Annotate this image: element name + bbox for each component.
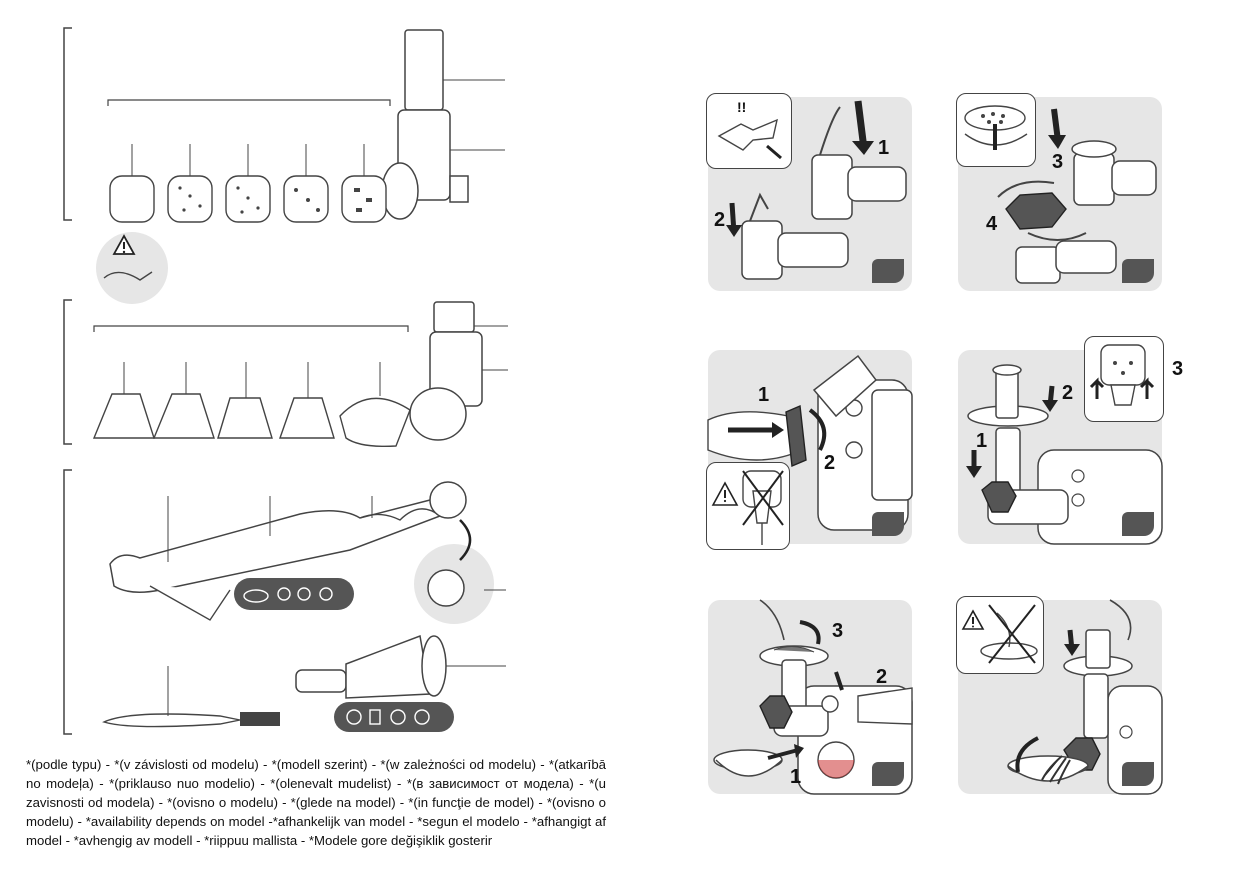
mincing-output-drawing: [1007, 599, 1163, 795]
attach-to-motor-drawing: [707, 354, 913, 531]
step-label: 1: [790, 766, 802, 788]
step-label: 1: [976, 430, 988, 452]
step-label: 2: [1062, 382, 1074, 404]
step-label: 3: [1172, 358, 1184, 380]
step-panel-2: 3 4: [956, 93, 1162, 291]
step-label: 3: [1052, 151, 1064, 173]
no-hands-warning-inset: [956, 596, 1044, 674]
step-panel-6: [956, 596, 1163, 795]
unplug-warning-inset: [706, 462, 790, 550]
step-label: 2: [714, 209, 726, 231]
step-label: 2: [876, 666, 888, 688]
step-panel-4: 1 2 3: [958, 336, 1183, 545]
blade-inset: !!: [706, 93, 792, 169]
step-label: 4: [986, 213, 998, 235]
step-badge: [1122, 512, 1154, 536]
step-panel-1: !! 1 2: [706, 93, 912, 291]
juicer-attachment-illustration: [102, 481, 506, 732]
step-badge: [1122, 762, 1154, 786]
drum-graters-illustration: [107, 29, 505, 223]
step-label: 1: [878, 137, 890, 159]
step-badge: [872, 762, 904, 786]
step-panel-3: 1 2: [706, 350, 913, 550]
step-badge: [1122, 259, 1154, 283]
plate-inset: [956, 93, 1036, 167]
section-bracket-cones: [63, 299, 72, 445]
step-badge: [872, 259, 904, 283]
tray-and-plug-drawing: [966, 364, 1163, 545]
step-label: 1: [758, 384, 770, 406]
step-label: 2: [824, 452, 836, 474]
mincer-assembly-drawing: [726, 100, 907, 280]
plate-and-ring-drawing: [997, 108, 1157, 284]
svg-text:!!: !!: [737, 99, 746, 115]
step-panel-5: 3 2 1: [708, 599, 913, 795]
warning-triangle-icon: [96, 232, 168, 304]
step-badge: [872, 512, 904, 536]
cone-graters-illustration: [92, 301, 508, 448]
section-bracket-juicer: [63, 469, 72, 735]
socket-icon: [1084, 336, 1164, 422]
step-label: 3: [832, 620, 844, 642]
section-bracket-graters: [63, 27, 72, 221]
availability-footnote: *(podle typu) - *(v závislosti od modelu…: [26, 757, 606, 848]
operate-mincer-drawing: [713, 599, 913, 795]
